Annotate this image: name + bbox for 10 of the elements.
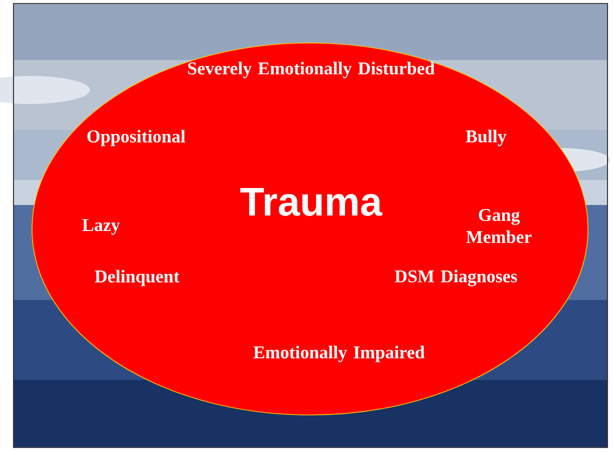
ellipse-label: Lazy	[82, 219, 120, 235]
ellipse-label: Emotionally Impaired	[253, 346, 425, 362]
ellipse-label: Oppositional	[87, 130, 186, 146]
heading: Trauma	[240, 188, 382, 216]
ellipse	[32, 42, 588, 416]
ellipse-label: Gang Member	[466, 208, 532, 244]
ellipse-label: Bully	[466, 130, 506, 146]
ellipse-label: Severely Emotionally Disturbed	[188, 62, 435, 78]
ellipse-label: DSM Diagnoses	[394, 270, 518, 286]
ellipse-label: Delinquent	[94, 270, 180, 286]
